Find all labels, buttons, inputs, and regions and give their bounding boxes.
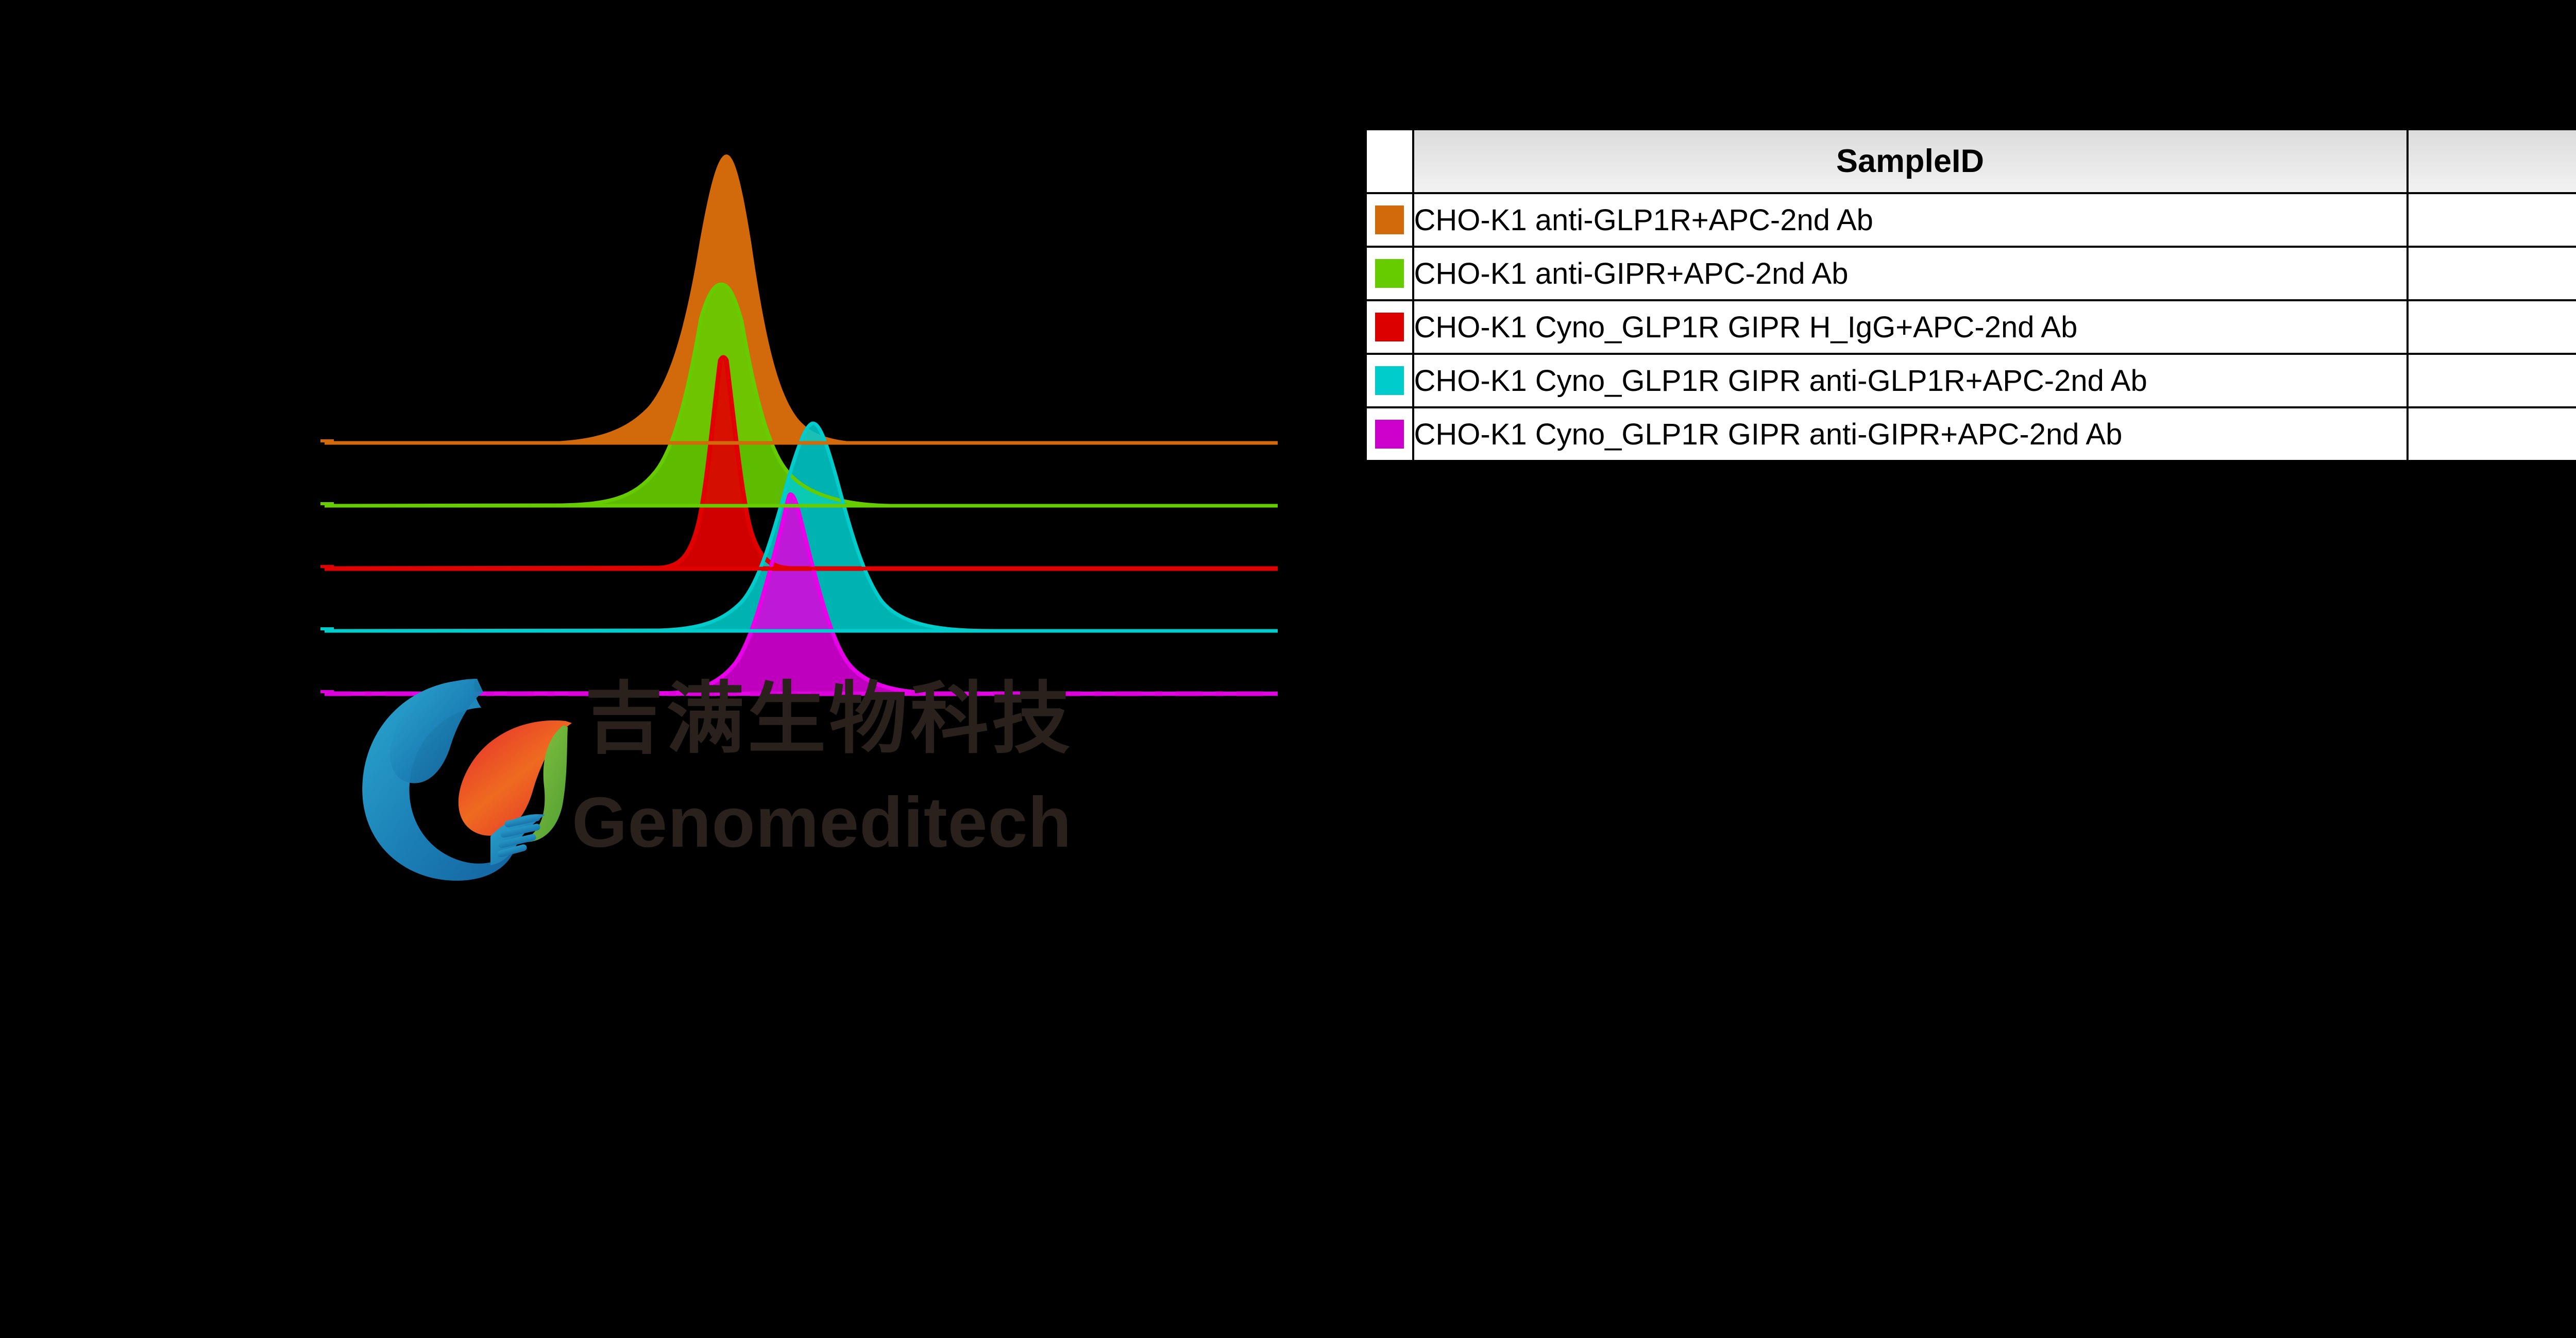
row-color-swatch-cell: [1364, 353, 1414, 408]
header-swatch-blank: [1364, 128, 1414, 194]
row-geometric-mean-value: 1934: [2406, 192, 2576, 248]
table-row[interactable]: CHO-K1 anti-GLP1R+APC-2nd Ab1934: [1364, 192, 2576, 248]
table-header: SampleID Geometric Mean : FL11-H: [1364, 128, 2576, 194]
statistics-table-container: SampleID Geometric Mean : FL11-H CHO-K1 …: [1364, 128, 2576, 462]
row-sample-id: CHO-K1 anti-GIPR+APC-2nd Ab: [1412, 246, 2409, 301]
statistics-table: SampleID Geometric Mean : FL11-H CHO-K1 …: [1364, 128, 2576, 462]
series-color-swatch: [1375, 259, 1404, 288]
table-row[interactable]: CHO-K1 Cyno_GLP1R GIPR anti-GLP1R+APC-2n…: [1364, 353, 2576, 408]
series-color-swatch: [1375, 420, 1404, 449]
table-row[interactable]: CHO-K1 Cyno_GLP1R GIPR anti-GIPR+APC-2nd…: [1364, 406, 2576, 462]
histogram-svg: [320, 155, 1360, 696]
row-geometric-mean-value: 8592: [2406, 406, 2576, 462]
table-row[interactable]: CHO-K1 anti-GIPR+APC-2nd Ab1602: [1364, 246, 2576, 301]
header-sample-id: SampleID: [1412, 128, 2409, 194]
row-sample-id: CHO-K1 Cyno_GLP1R GIPR anti-GLP1R+APC-2n…: [1412, 353, 2409, 408]
flow-cytometry-histogram-plot: 吉满生物科技 Genomeditech: [320, 155, 1360, 881]
row-color-swatch-cell: [1364, 406, 1414, 462]
row-geometric-mean-value: 1640: [2406, 299, 2576, 355]
series-color-swatch: [1375, 366, 1404, 395]
series-area-orange: [325, 155, 1278, 443]
row-geometric-mean-value: 15171: [2406, 353, 2576, 408]
header-geometric-mean: Geometric Mean : FL11-H: [2406, 128, 2576, 194]
table-body: CHO-K1 anti-GLP1R+APC-2nd Ab1934CHO-K1 a…: [1364, 192, 2576, 462]
series-color-swatch: [1375, 313, 1404, 341]
row-geometric-mean-value: 1602: [2406, 246, 2576, 301]
row-sample-id: CHO-K1 anti-GLP1R+APC-2nd Ab: [1412, 192, 2409, 248]
row-sample-id: CHO-K1 Cyno_GLP1R GIPR anti-GIPR+APC-2nd…: [1412, 406, 2409, 462]
row-color-swatch-cell: [1364, 192, 1414, 248]
series-color-swatch: [1375, 205, 1404, 234]
row-color-swatch-cell: [1364, 246, 1414, 301]
table-row[interactable]: CHO-K1 Cyno_GLP1R GIPR H_IgG+APC-2nd Ab1…: [1364, 299, 2576, 355]
row-sample-id: CHO-K1 Cyno_GLP1R GIPR H_IgG+APC-2nd Ab: [1412, 299, 2409, 355]
axis-origin-ticks: [320, 439, 334, 693]
header-row: SampleID Geometric Mean : FL11-H: [1364, 128, 2576, 194]
row-color-swatch-cell: [1364, 299, 1414, 355]
